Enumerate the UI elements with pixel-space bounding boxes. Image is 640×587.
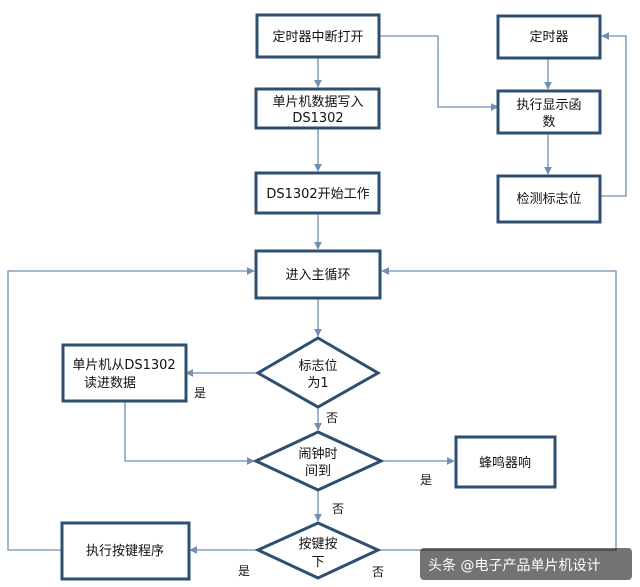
flag-yes-label: 是 — [194, 386, 206, 400]
alarm-yes-label: 是 — [420, 473, 432, 487]
key-decision-line1: 按键按 — [298, 537, 337, 552]
timer-box: 定时器 — [496, 14, 602, 60]
main-loop-box: 进入主循环 — [254, 249, 382, 300]
alarm-no-label: 否 — [332, 502, 344, 516]
check-flag-box: 检测标志位 — [496, 174, 602, 224]
exec-key-box: 执行按键程序 — [60, 521, 191, 581]
key-yes-label: 是 — [238, 564, 250, 578]
buzzer-box: 蜂鸣器响 — [454, 435, 557, 489]
edge-check-to-timer — [600, 32, 627, 197]
buzzer-label: 蜂鸣器响 — [479, 455, 531, 471]
flag-decision: 标志位 为1 — [254, 336, 382, 409]
exec-key-label: 执行按键程序 — [86, 544, 164, 559]
ds1302-start-box: DS1302开始工作 — [254, 171, 381, 215]
timer-label: 定时器 — [529, 30, 568, 45]
flag-decision-line2: 为1 — [307, 376, 328, 391]
timer-interrupt-box: 定时器中断打开 — [255, 13, 381, 59]
read-ds1302-label-line1: 单片机从DS1302 — [72, 358, 175, 373]
read-ds1302-box: 单片机从DS1302 读进数据 — [61, 343, 188, 403]
edge-exec-to-loop — [7, 267, 255, 551]
main-loop-label: 进入主循环 — [285, 268, 350, 283]
check-flag-label: 检测标志位 — [516, 192, 581, 207]
edge-key-no-to-loop — [378, 267, 617, 551]
alarm-decision: 闹钟时 间到 — [252, 430, 385, 492]
flag-no-label: 否 — [326, 411, 338, 425]
display-label-line1: 执行显示函 — [516, 98, 581, 113]
alarm-decision-line1: 闹钟时 — [298, 446, 337, 462]
edge-timer-to-display — [380, 35, 499, 111]
write-ds1302-box: 单片机数据写入 DS1302 — [254, 87, 381, 130]
edge-read-to-alarm — [124, 401, 255, 465]
write-ds1302-label-line2: DS1302 — [292, 111, 343, 126]
write-ds1302-label-line1: 单片机数据写入 — [272, 95, 363, 110]
display-box: 执行显示函 数 — [496, 89, 602, 135]
key-no-label: 否 — [372, 565, 384, 579]
key-decision: 按键按 下 — [254, 521, 382, 580]
flag-decision-line1: 标志位 — [298, 359, 337, 374]
key-decision-line2: 下 — [311, 555, 324, 570]
display-label-line2: 数 — [542, 115, 555, 130]
read-ds1302-label-line2: 读进数据 — [84, 376, 136, 391]
timer-interrupt-label: 定时器中断打开 — [272, 30, 363, 45]
watermark-text: 头条 @电子产品单片机设计 — [428, 557, 600, 574]
watermark: 头条 @电子产品单片机设计 — [420, 548, 632, 580]
ds1302-start-label: DS1302开始工作 — [266, 187, 369, 202]
alarm-decision-line2: 间到 — [305, 464, 331, 479]
